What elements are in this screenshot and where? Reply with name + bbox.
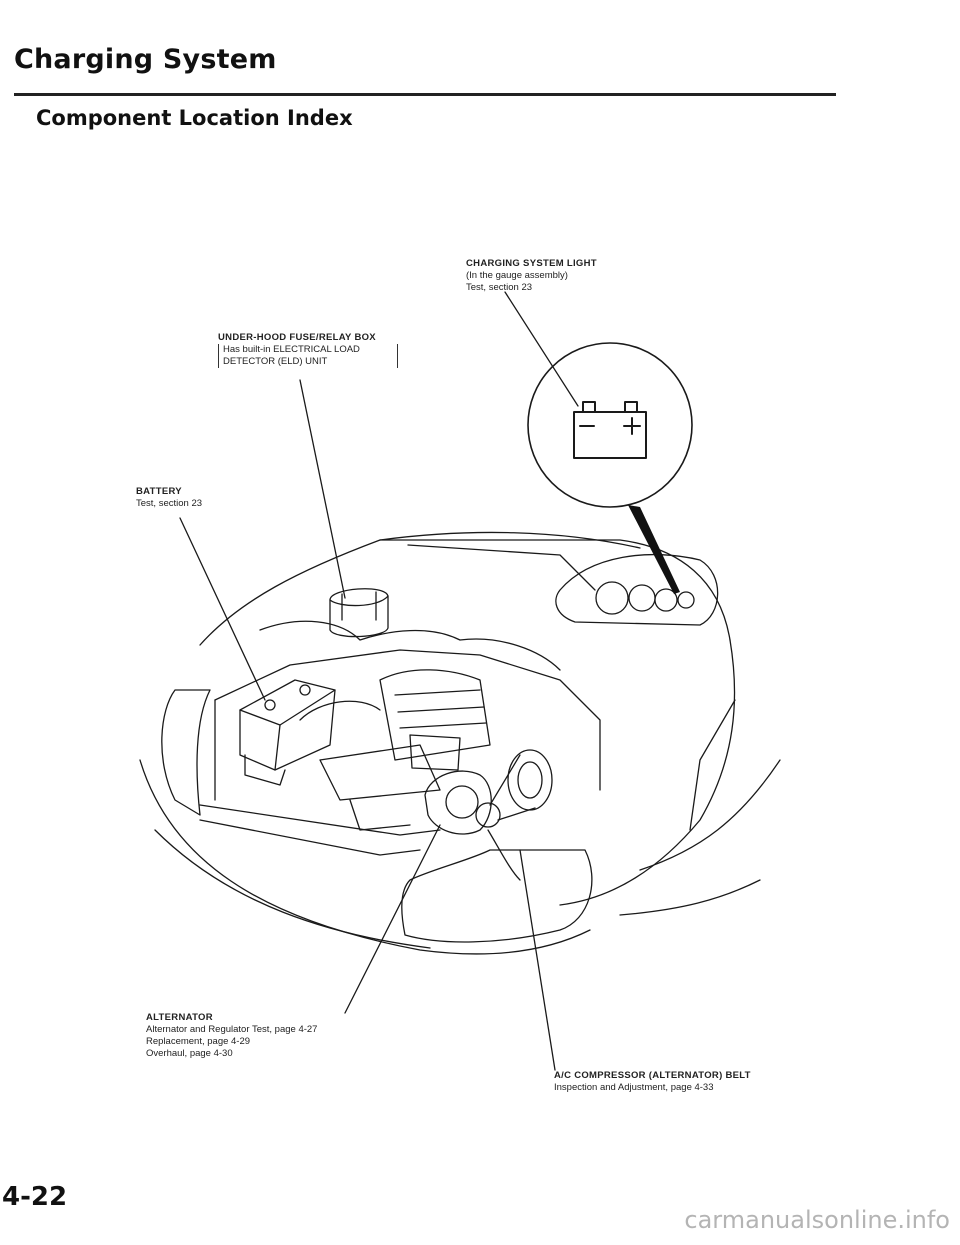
title-divider: [14, 93, 836, 96]
callout-line: Test, section 23: [466, 282, 533, 293]
leader-fuse-box: [299, 379, 346, 599]
callout-heading: CHARGING SYSTEM LIGHT: [466, 258, 597, 269]
callout-line: Test, section 23: [136, 498, 203, 509]
callout-alternator: ALTERNATOR Alternator and Regulator Test…: [146, 1012, 317, 1060]
leader-belt: [519, 849, 556, 1071]
windshield-cowl: [379, 531, 641, 549]
callout-heading: UNDER-HOOD FUSE/RELAY BOX: [218, 332, 376, 343]
watermark: carmanualsonline.info: [684, 1206, 950, 1234]
callout-line: Alternator and Regulator Test, page 4-27: [146, 1024, 318, 1035]
right-headlight: [401, 849, 593, 943]
pointer-wedge: [628, 505, 680, 594]
callout-charging-light: CHARGING SYSTEM LIGHT (In the gauge asse…: [466, 258, 597, 294]
right-fender: [559, 639, 736, 906]
callout-line: Inspection and Adjustment, page 4-33: [554, 1082, 714, 1093]
ac-compressor-belt: [487, 749, 553, 881]
battery-component: [239, 679, 336, 786]
callout-fuse-box: UNDER-HOOD FUSE/RELAY BOX Has built-in E…: [218, 332, 398, 368]
callout-line: Has built-in ELECTRICAL LOAD: [223, 344, 360, 355]
battery-warning-icon: [573, 401, 647, 459]
fuse-relay-box: [329, 588, 389, 638]
callout-heading: A/C COMPRESSOR (ALTERNATOR) BELT: [554, 1070, 751, 1081]
leader-battery: [179, 517, 266, 701]
gauge-pod: [555, 553, 719, 626]
page-title: Charging System: [14, 44, 277, 75]
leader-charging-light: [504, 291, 579, 407]
section-title: Component Location Index: [36, 106, 353, 130]
callout-line: DETECTOR (ELD) UNIT: [223, 356, 328, 367]
callout-heading: BATTERY: [136, 486, 182, 497]
callout-line: Overhaul, page 4-30: [146, 1048, 233, 1059]
front-bumper: [139, 759, 591, 955]
left-headlight: [161, 689, 211, 816]
callout-line: (In the gauge assembly): [466, 270, 568, 281]
callout-line: Replacement, page 4-29: [146, 1036, 251, 1047]
hood-outline: [199, 539, 731, 646]
page-number: 4-22: [2, 1182, 68, 1212]
zoom-circle: [527, 342, 693, 508]
callout-belt: A/C COMPRESSOR (ALTERNATOR) BELT Inspect…: [554, 1070, 751, 1094]
leader-alternator: [344, 824, 441, 1014]
callout-battery: BATTERY Test, section 23: [136, 486, 202, 510]
callout-heading: ALTERNATOR: [146, 1012, 213, 1023]
